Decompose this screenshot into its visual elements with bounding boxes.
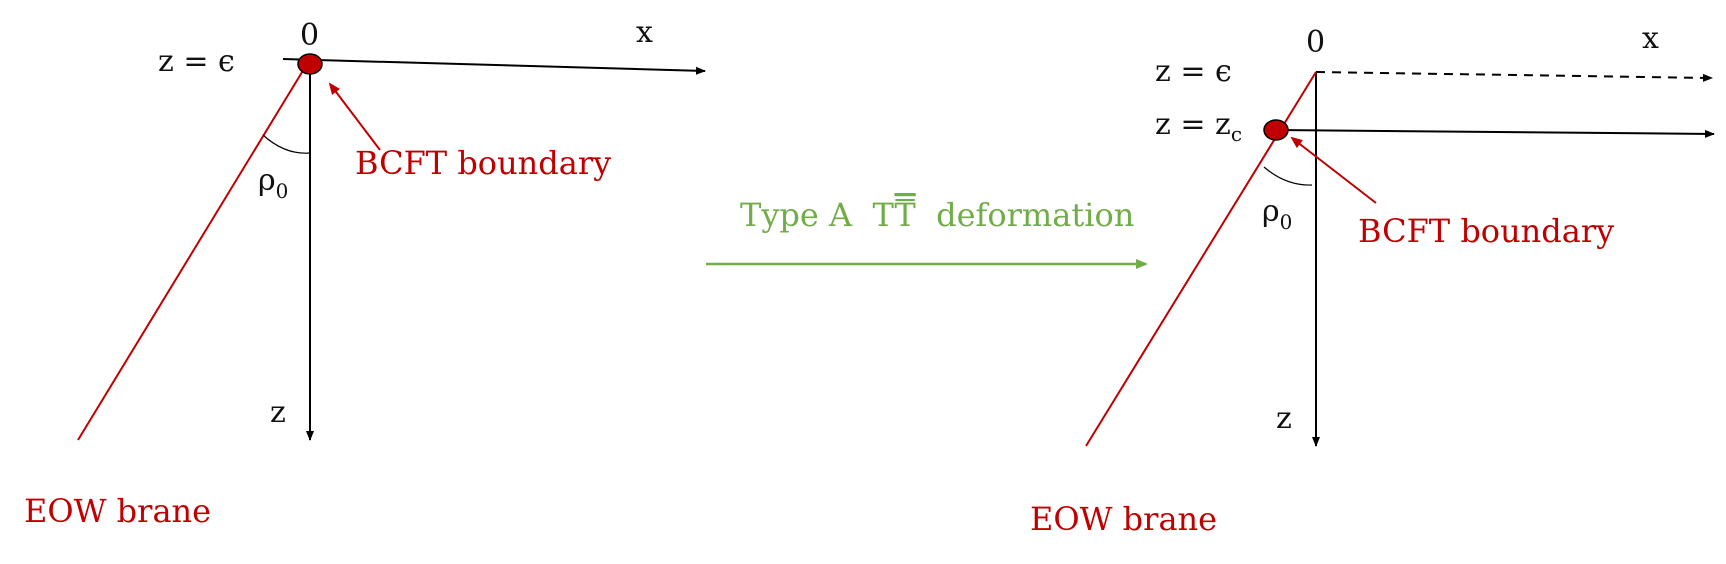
right-zc-main: z = z — [1155, 107, 1231, 142]
left-boundary-pointer-arrow — [328, 82, 381, 151]
left-eow-brane-label: EOW brane — [24, 492, 211, 530]
left-origin-label: 0 — [300, 18, 319, 53]
left-angle-subscript: 0 — [276, 179, 289, 203]
right-angle-symbol: ρ — [1262, 194, 1280, 229]
left-cutoff-label: z = ϵ — [158, 44, 235, 79]
left-x-axis — [282, 58, 706, 75]
right-x-axis — [1275, 129, 1715, 138]
transition: Type A TT deformation — [706, 196, 1148, 269]
right-zc-subscript: c — [1231, 122, 1242, 146]
right-bcft-boundary-label: BCFT boundary — [1358, 212, 1614, 250]
left-angle-arc — [262, 134, 311, 154]
left-z-axis-label: z — [270, 395, 286, 430]
left-panel: 0 x z z = ϵ ρ0 BCFT boundary EOW brane — [24, 15, 706, 530]
deformation-label-prefix: Type A T — [740, 196, 894, 234]
right-z-axis-label: z — [1276, 401, 1292, 436]
right-angle-subscript: 0 — [1280, 210, 1293, 234]
right-boundary-point — [1263, 119, 1289, 141]
right-original-x-axis — [1315, 71, 1713, 82]
right-zc-label: z = zc — [1155, 107, 1242, 146]
left-angle-label: ρ0 — [258, 163, 288, 203]
left-boundary-point — [297, 53, 323, 75]
right-origin-label: 0 — [1306, 25, 1325, 60]
deformation-label: Type A TT deformation — [740, 196, 1134, 234]
left-eow-brane-line — [77, 63, 308, 441]
left-x-axis-label: x — [636, 15, 653, 50]
left-angle-symbol: ρ — [258, 163, 276, 198]
right-angle-arc — [1263, 166, 1313, 186]
right-boundary-pointer-arrow — [1290, 136, 1377, 204]
right-panel: 0 x z z = ϵ z = zc ρ0 BCFT boundary EOW … — [1030, 21, 1715, 538]
right-eow-brane-label: EOW brane — [1030, 500, 1217, 538]
right-x-axis-label: x — [1642, 21, 1659, 56]
deformation-label-tbar: T — [894, 196, 916, 234]
deformation-label-suffix: deformation — [916, 196, 1135, 234]
right-angle-label: ρ0 — [1262, 194, 1292, 234]
right-cutoff-label: z = ϵ — [1155, 54, 1232, 89]
left-bcft-boundary-label: BCFT boundary — [355, 144, 611, 182]
